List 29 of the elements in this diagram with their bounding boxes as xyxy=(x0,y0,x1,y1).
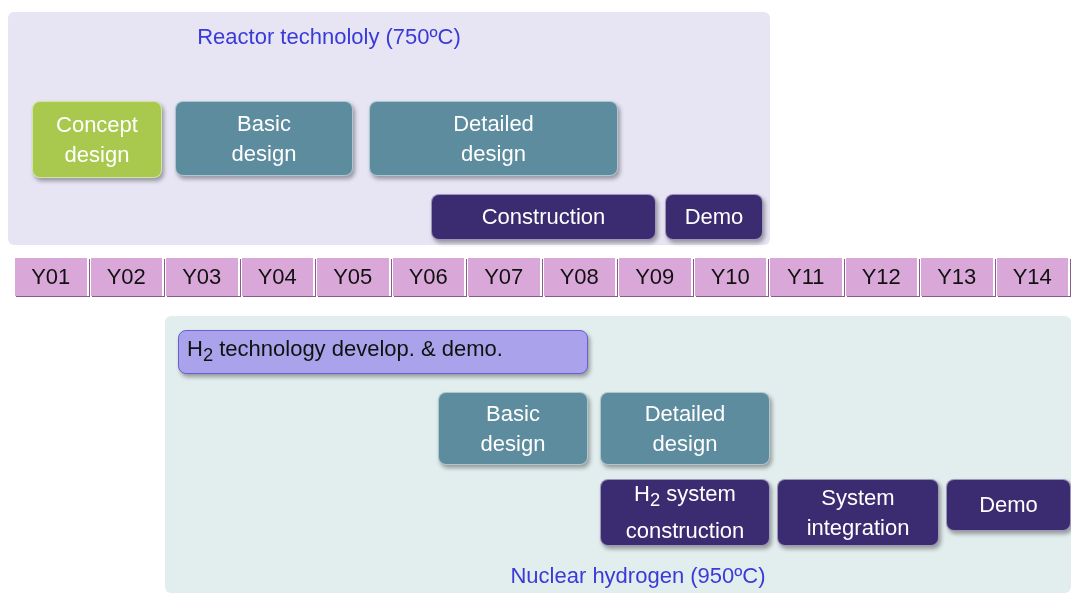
task-bar: Demo xyxy=(946,479,1071,531)
task-bar: H$_{2}$ technology develop. & demo. xyxy=(178,330,588,374)
panel-title: Reactor technololy (750ºC) xyxy=(196,23,462,51)
year-cell: Y13 xyxy=(921,258,995,296)
task-bar: Detailed design xyxy=(600,392,770,465)
year-cell: Y14 xyxy=(996,258,1070,296)
year-cell: Y01 xyxy=(15,258,89,296)
task-bar: System integration xyxy=(777,479,939,546)
year-cell: Y10 xyxy=(694,258,768,296)
year-cell: Y09 xyxy=(619,258,693,296)
task-bar: Basic design xyxy=(438,392,588,465)
reactor-phase-panel xyxy=(8,12,770,245)
task-bar: Construction xyxy=(431,194,656,240)
year-cell: Y05 xyxy=(317,258,391,296)
task-bar: Concept design xyxy=(32,101,162,178)
task-bar: Detailed design xyxy=(369,101,618,176)
task-bar: H$_{2}$ system construction xyxy=(600,479,770,546)
hydrogen-phase-panel xyxy=(165,316,1071,593)
year-cell: Y12 xyxy=(845,258,919,296)
year-cell: Y03 xyxy=(166,258,240,296)
year-cell: Y02 xyxy=(90,258,164,296)
task-bar: Basic design xyxy=(175,101,353,176)
task-bar: Demo xyxy=(665,194,763,240)
panel-title: Nuclear hydrogen (950ºC) xyxy=(509,562,767,590)
year-cell: Y06 xyxy=(392,258,466,296)
year-cell: Y11 xyxy=(770,258,844,296)
year-cell: Y04 xyxy=(241,258,315,296)
year-cell: Y07 xyxy=(468,258,542,296)
year-cell: Y08 xyxy=(543,258,617,296)
